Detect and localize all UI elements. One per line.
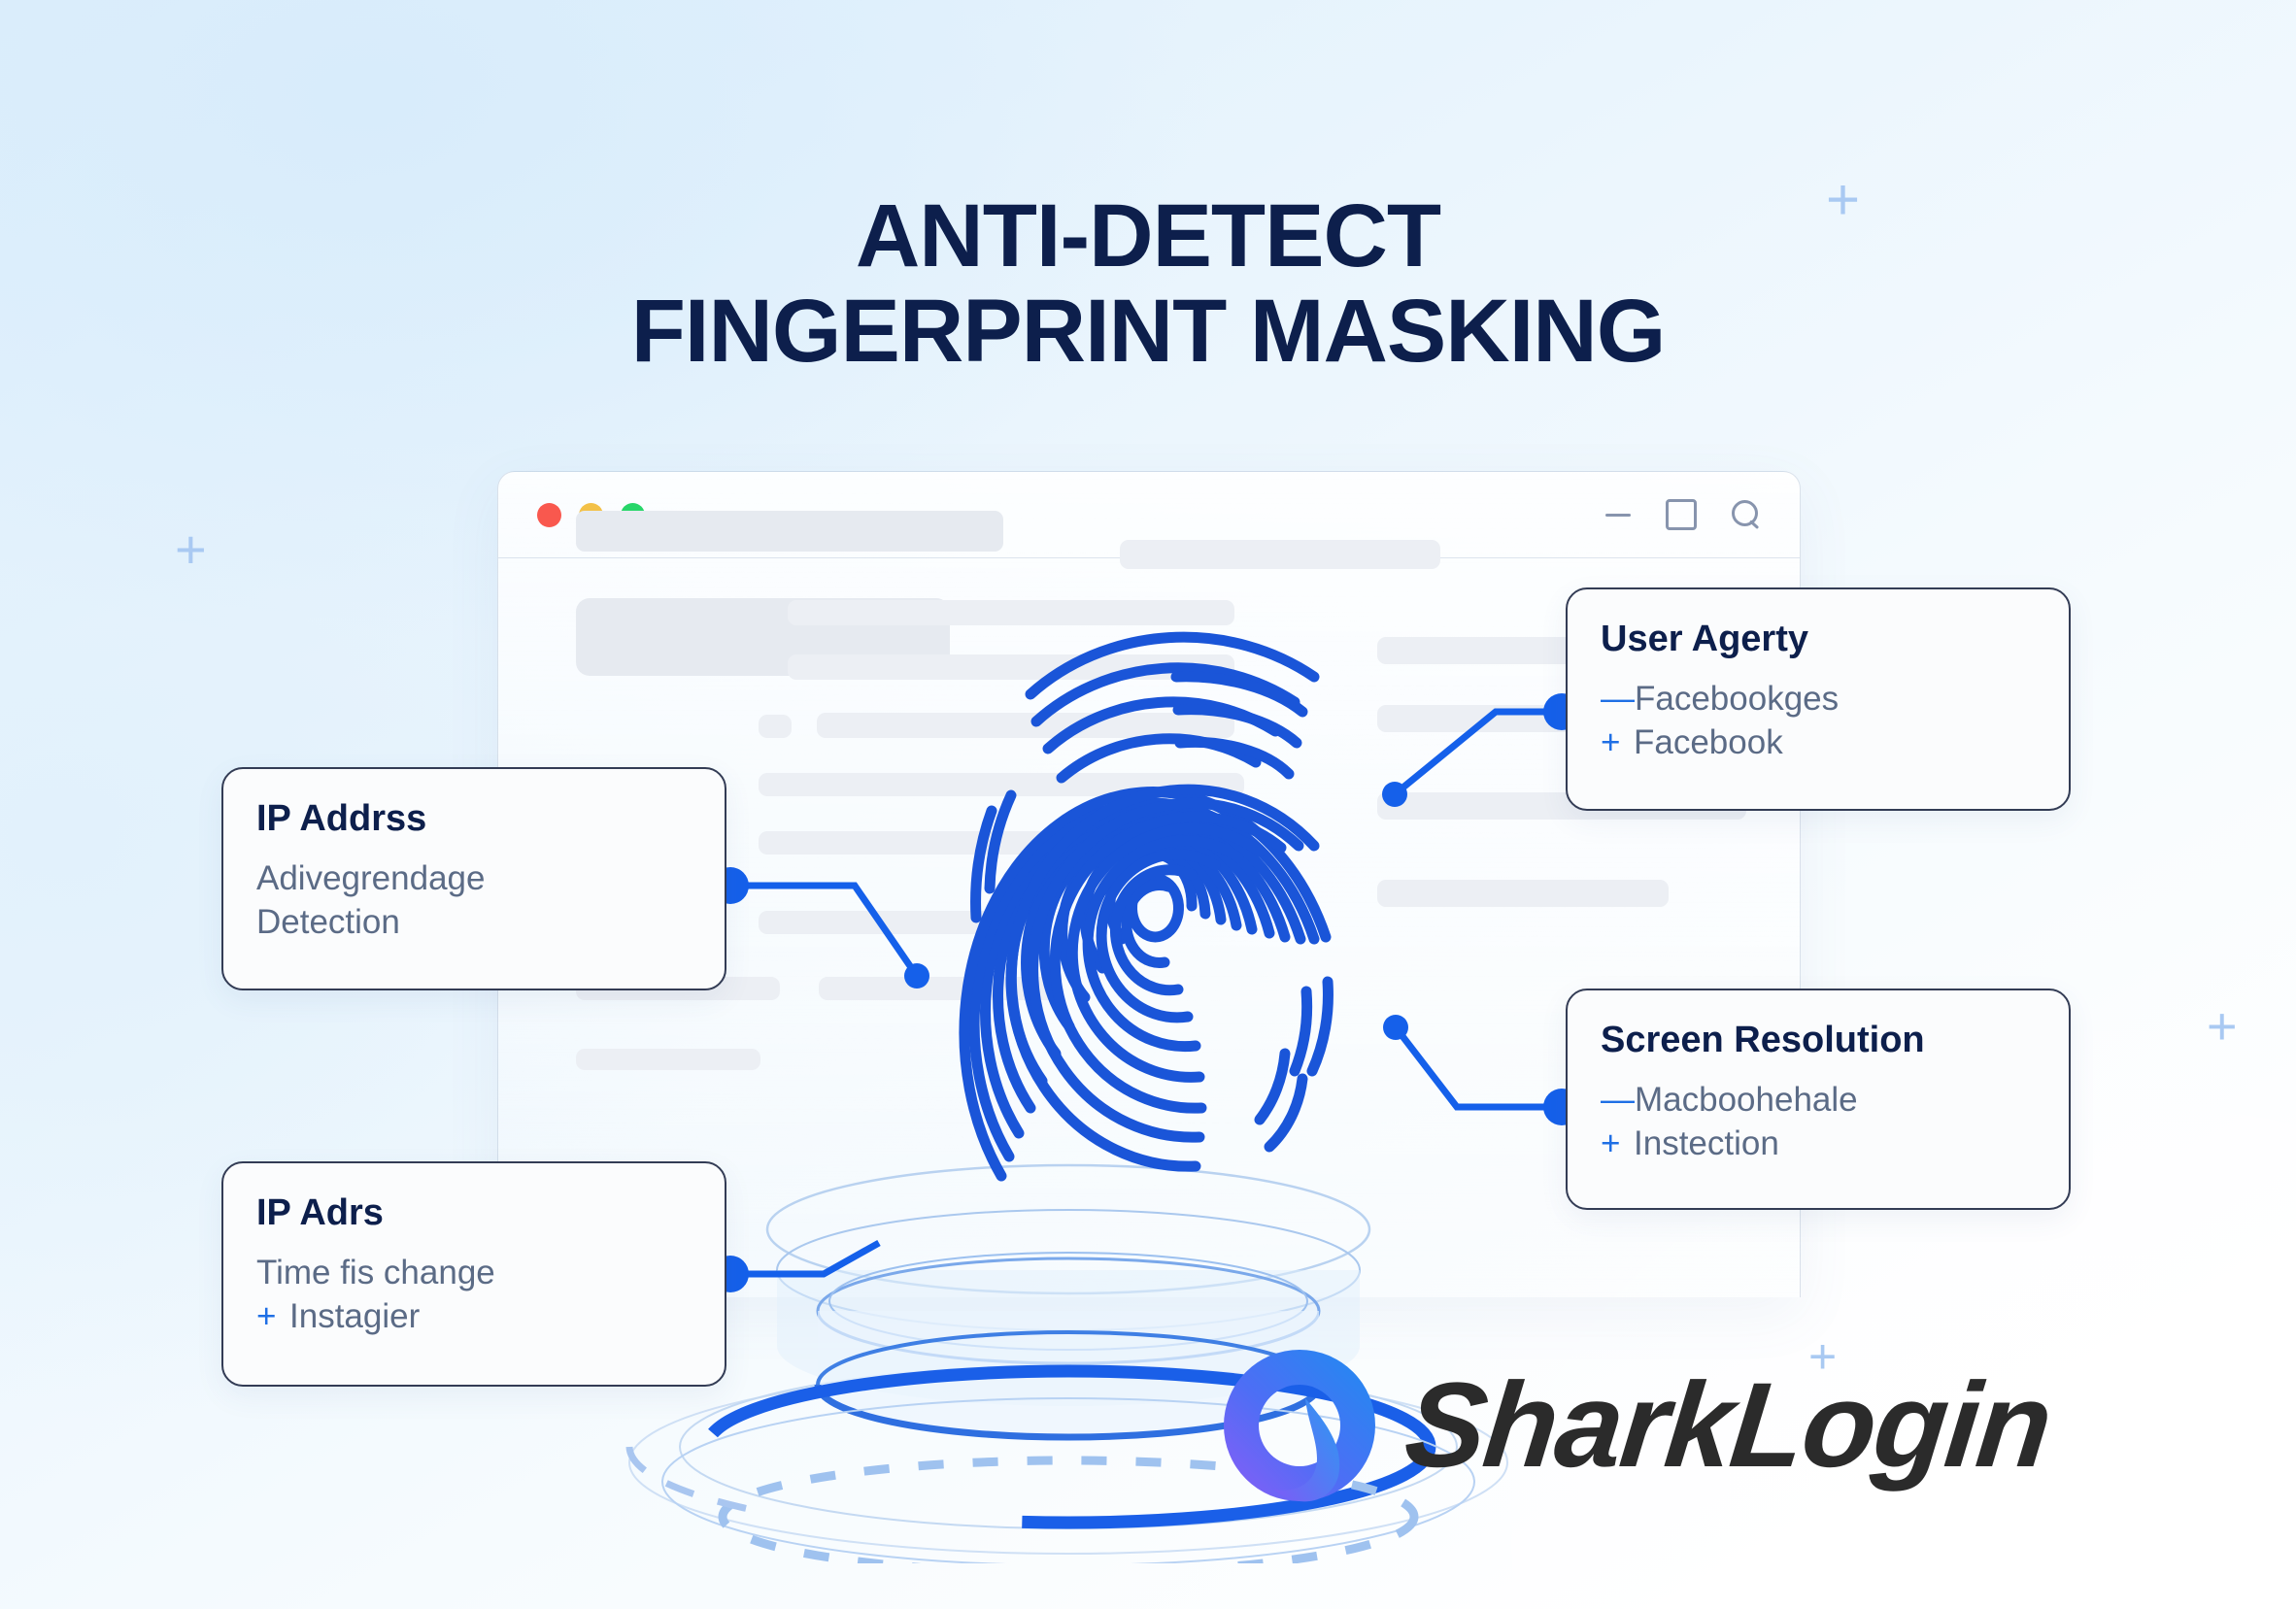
info-card-ip-address[interactable]: IP Addrss Adivegrendage Detection xyxy=(221,767,726,990)
card-line-text: Instection xyxy=(1634,1123,1779,1162)
skeleton-bar xyxy=(1120,540,1440,569)
plus-decor-icon: + xyxy=(2207,997,2238,1056)
minus-symbol-icon: — xyxy=(1601,680,1635,718)
plus-decor-icon: + xyxy=(1808,1329,1838,1384)
minimize-icon[interactable] xyxy=(1605,513,1631,517)
card-title: IP Adrs xyxy=(256,1192,384,1233)
card-line-text: Facebookges xyxy=(1635,680,1840,718)
headline-line-2: FINGERPRINT MASKING xyxy=(630,282,1667,382)
card-line-text: Instagier xyxy=(289,1296,421,1335)
info-card-user-agent[interactable]: User Agerty —Facebookges + Facebook xyxy=(1566,587,2071,811)
brand-lockup: SharkLogin xyxy=(1212,1338,2056,1513)
card-line: —Macboohehale xyxy=(1601,1079,2036,1123)
close-dot-icon[interactable] xyxy=(537,502,561,527)
card-line-text: Time fis change xyxy=(256,1254,495,1291)
card-title: User Agerty xyxy=(1601,619,1809,659)
card-line-text: Adivegrendage xyxy=(256,859,486,897)
card-line: Detection xyxy=(256,901,692,945)
card-title: IP Addrss xyxy=(256,798,427,839)
page-title: ANTI-DETECT FINGERPRINT MASKING xyxy=(0,185,2296,382)
scanner-pedestal-graphic xyxy=(602,1156,1535,1563)
plus-decor-icon: + xyxy=(1826,167,1861,232)
card-line: + Instagier xyxy=(256,1295,692,1339)
card-line: —Facebookges xyxy=(1601,678,2036,721)
card-line: + Facebook xyxy=(1601,721,2036,765)
skeleton-bar xyxy=(819,977,1062,1000)
card-line: Adivegrendage xyxy=(256,857,692,901)
card-line-text: Detection xyxy=(256,902,400,941)
skeleton-bar xyxy=(576,1049,760,1070)
card-title: Screen Resolution xyxy=(1601,1020,1925,1060)
fingerprint-icon xyxy=(947,597,1365,1190)
plus-symbol-icon: + xyxy=(1601,1123,1621,1162)
minus-symbol-icon: — xyxy=(1601,1081,1635,1119)
headline-line-1: ANTI-DETECT xyxy=(855,185,1441,285)
skeleton-bar xyxy=(1377,880,1669,907)
card-line: Time fis change xyxy=(256,1252,692,1295)
brand-name: SharkLogin xyxy=(1399,1358,2057,1492)
info-card-ip-adrs[interactable]: IP Adrs Time fis change + Instagier xyxy=(221,1161,726,1387)
card-line: + Instection xyxy=(1601,1123,2036,1166)
maximize-icon[interactable] xyxy=(1666,499,1697,530)
search-icon[interactable] xyxy=(1732,500,1761,529)
skeleton-bar xyxy=(759,715,792,738)
info-card-screen-resolution[interactable]: Screen Resolution —Macboohehale + Instect… xyxy=(1566,989,2071,1210)
card-line-text: Macboohehale xyxy=(1635,1081,1858,1119)
window-controls-group xyxy=(1605,499,1761,530)
plus-symbol-icon: + xyxy=(256,1296,277,1335)
plus-decor-icon: + xyxy=(175,519,207,580)
sharklogin-logo-icon xyxy=(1212,1338,1387,1513)
skeleton-bar xyxy=(788,600,1234,625)
card-line-text: Facebook xyxy=(1634,722,1783,761)
plus-symbol-icon: + xyxy=(1601,722,1621,761)
skeleton-bar xyxy=(576,511,1003,552)
